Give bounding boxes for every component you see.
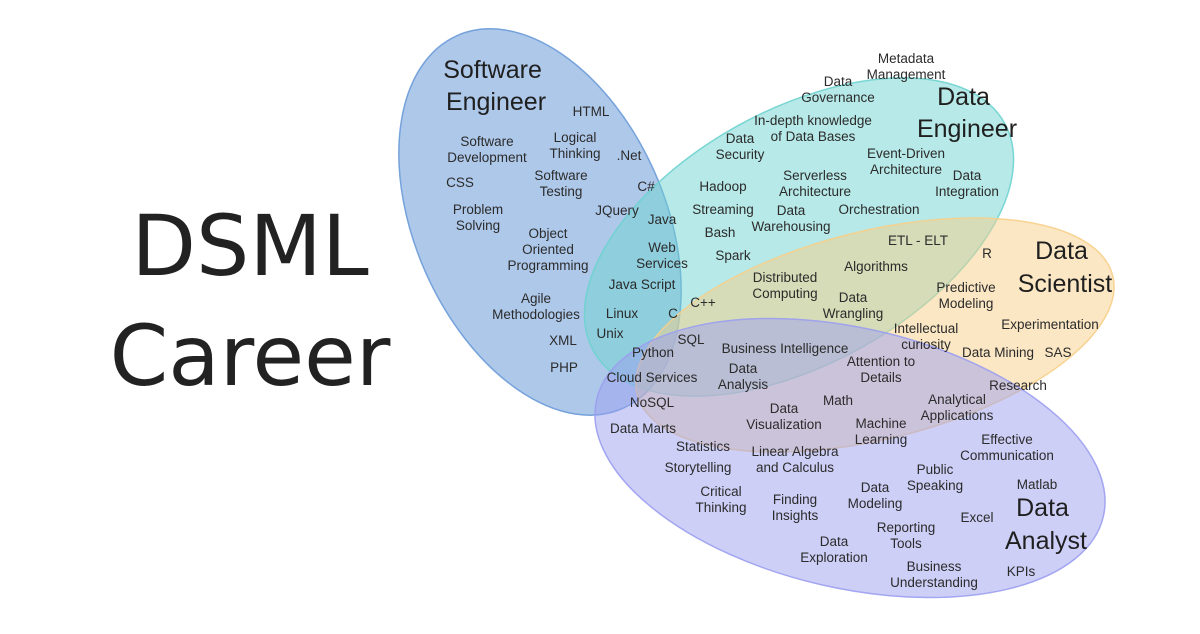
skill-term: KPIs — [1007, 564, 1036, 579]
skill-term: Business Intelligence — [722, 341, 849, 356]
skill-term: PHP — [550, 360, 578, 375]
skill-term: Hadoop — [699, 179, 746, 194]
skill-term: CSS — [446, 175, 474, 190]
role-label-data-engineer: Data Engineer — [917, 83, 1017, 143]
skill-term: XML — [549, 333, 577, 348]
skill-term: Excel — [960, 510, 993, 525]
skill-term: R — [982, 246, 992, 261]
skill-term: Orchestration — [838, 202, 919, 217]
skill-term: .Net — [617, 148, 642, 163]
skill-term: NoSQL — [630, 395, 675, 410]
skill-term: Streaming — [692, 202, 754, 217]
skill-term: C++ — [690, 295, 716, 310]
title-line-2: Career — [109, 307, 391, 405]
skill-term: Statistics — [676, 439, 730, 454]
skill-term: Experimentation — [1001, 317, 1099, 332]
skill-term: Spark — [715, 248, 751, 263]
skill-term: Java Script — [609, 277, 676, 292]
skill-term: Cloud Services — [607, 370, 698, 385]
skill-term: Matlab — [1017, 477, 1058, 492]
skill-term: Bash — [705, 225, 736, 240]
role-label-data-scientist: Data Scientist — [1018, 237, 1113, 298]
skill-term: Data Marts — [610, 421, 676, 436]
skill-term: Research — [989, 378, 1047, 393]
data-analyst-ellipse — [594, 317, 1106, 599]
role-labels: Software Engineer Data Engineer Data Sci… — [443, 56, 1112, 555]
skill-term: SQL — [677, 332, 705, 347]
title-line-1: DSML — [131, 197, 369, 295]
skill-term: Data Mining — [962, 345, 1034, 360]
skill-term: C — [668, 306, 678, 321]
skill-term: Linux — [606, 306, 639, 321]
skill-term: Unix — [596, 326, 623, 341]
skill-term: Java — [648, 212, 677, 227]
role-label-software-engineer: Software Engineer — [443, 56, 549, 116]
skill-term: Math — [823, 393, 853, 408]
skill-term: SAS — [1044, 345, 1071, 360]
skill-term: C# — [637, 179, 655, 194]
skill-term: ETL - ELT — [888, 233, 948, 248]
skill-term: JQuery — [595, 203, 639, 218]
skill-term: Storytelling — [665, 460, 732, 475]
role-label-data-analyst: Data Analyst — [1005, 494, 1087, 555]
skill-term: HTML — [573, 104, 610, 119]
skill-term: Algorithms — [844, 259, 908, 274]
skill-term: Python — [632, 345, 674, 360]
